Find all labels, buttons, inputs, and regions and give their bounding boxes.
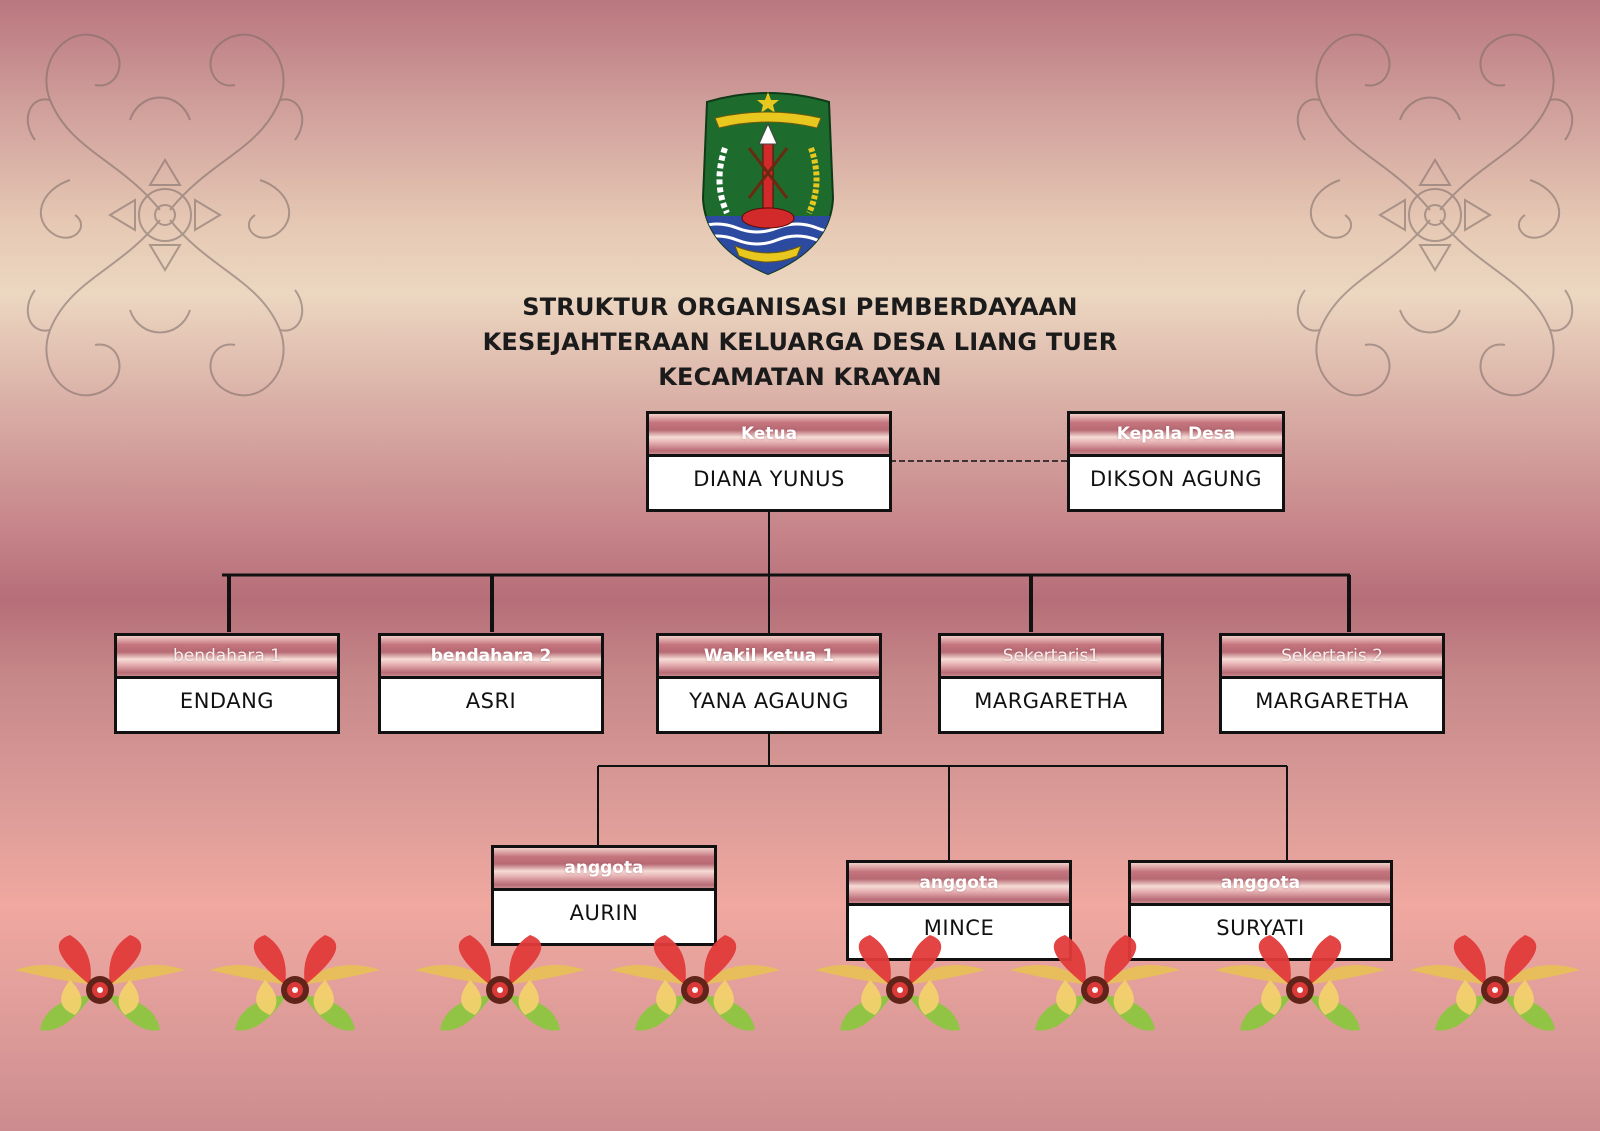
person-name: DIANA YUNUS	[693, 467, 845, 491]
node-sekertaris-1: Sekertaris1 MARGARETHA	[938, 633, 1164, 734]
dayak-ornament-left	[26, 33, 304, 397]
role-label: Wakil ketua 1	[659, 636, 879, 679]
role-label: Sekertaris1	[941, 636, 1161, 679]
title-line-1: STRUKTUR ORGANISASI PEMBERDAYAAN	[522, 293, 1078, 321]
person-name: ASRI	[465, 689, 517, 713]
flower-motif	[15, 935, 185, 1031]
title-line-3: KECAMATAN KRAYAN	[658, 363, 942, 391]
role-label: anggota	[1131, 863, 1390, 906]
title-line-2: KESEJAHTERAAN KELUARGA DESA LIANG TUER	[482, 328, 1118, 356]
node-anggota-mince: anggota MINCE	[846, 860, 1072, 961]
person-name: DIKSON AGUNG	[1089, 467, 1262, 491]
flower-motif	[815, 935, 985, 1031]
node-sekertaris-2: Sekertaris 2 MARGARETHA	[1219, 633, 1445, 734]
flower-motif	[210, 935, 380, 1031]
role-label: anggota	[849, 863, 1069, 906]
flower-motif	[1010, 935, 1180, 1031]
node-kepala-desa: Kepala Desa DIKSON AGUNG	[1067, 411, 1285, 512]
person-name: MINCE	[923, 916, 995, 940]
role-label: Sekertaris 2	[1222, 636, 1442, 679]
node-anggota-aurin: anggota AURIN	[491, 845, 717, 946]
node-bendahara-1: bendahara 1 ENDANG	[114, 633, 340, 734]
person-name: AURIN	[569, 901, 639, 925]
person-name: SURYATI	[1216, 916, 1305, 940]
role-label: bendahara 1	[117, 636, 337, 679]
dayak-flower-border	[15, 935, 1580, 1031]
person-name: MARGARETHA	[974, 689, 1128, 713]
node-bendahara-2: bendahara 2 ASRI	[378, 633, 604, 734]
chart-title: STRUKTUR ORGANISASI PEMBERDAYAAN KESEJAH…	[0, 290, 1600, 395]
role-label: Kepala Desa	[1070, 414, 1282, 457]
person-name: ENDANG	[179, 689, 275, 713]
person-name: MARGARETHA	[1255, 689, 1409, 713]
flower-motif	[415, 935, 585, 1031]
flower-motif	[610, 935, 780, 1031]
node-wakil-ketua-1: Wakil ketua 1 YANA AGAUNG	[656, 633, 882, 734]
node-anggota-suryati: anggota SURYATI	[1128, 860, 1393, 961]
kabupaten-nunukan-emblem	[701, 92, 835, 276]
node-ketua: Ketua DIANA YUNUS	[646, 411, 892, 512]
flower-motif	[1410, 935, 1580, 1031]
role-label: Ketua	[649, 414, 889, 457]
role-label: anggota	[494, 848, 714, 891]
role-label: bendahara 2	[381, 636, 601, 679]
person-name: YANA AGAUNG	[689, 689, 849, 713]
dayak-ornament-right	[1296, 33, 1574, 397]
flower-motif	[1215, 935, 1385, 1031]
